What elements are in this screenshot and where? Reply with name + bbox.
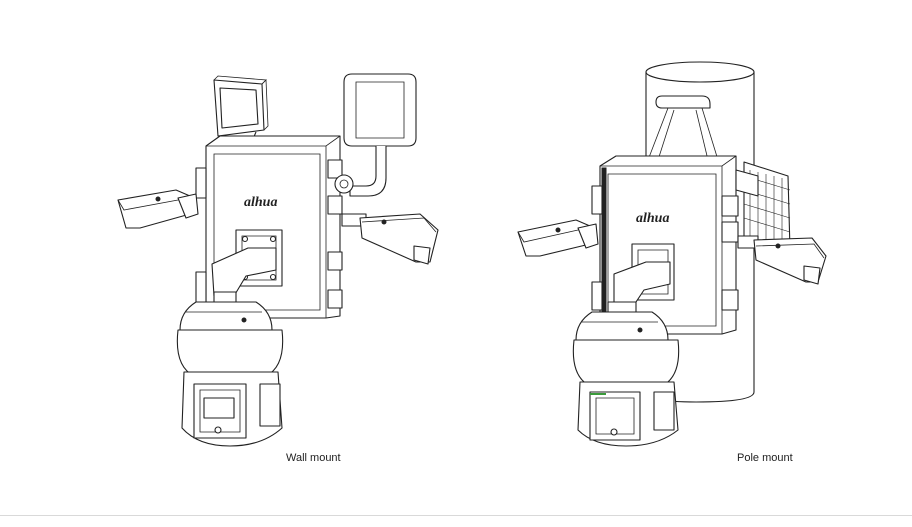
pole-ptz-dome-camera (572, 311, 680, 447)
caption-wall-mount: Wall mount (286, 452, 341, 464)
pole-left-bullet-camera (517, 219, 599, 257)
arm-joint (334, 174, 354, 194)
wall-mount-illustration: alhua (117, 73, 439, 447)
caption-pole-mount: Pole mount (737, 452, 793, 464)
right-bullet-camera (341, 213, 439, 265)
pole-strap (647, 95, 719, 161)
brand-logo-pole: alhua (636, 211, 669, 226)
ptz-dome-camera (176, 301, 284, 447)
left-bullet-camera (117, 189, 199, 229)
pole-right-bullet-camera (737, 235, 827, 285)
ptz-arm (211, 247, 277, 303)
antenna-panel (343, 73, 417, 197)
bottom-divider (0, 515, 912, 516)
brand-logo: alhua (244, 195, 277, 210)
pole-mount-illustration: alhua (517, 61, 827, 447)
